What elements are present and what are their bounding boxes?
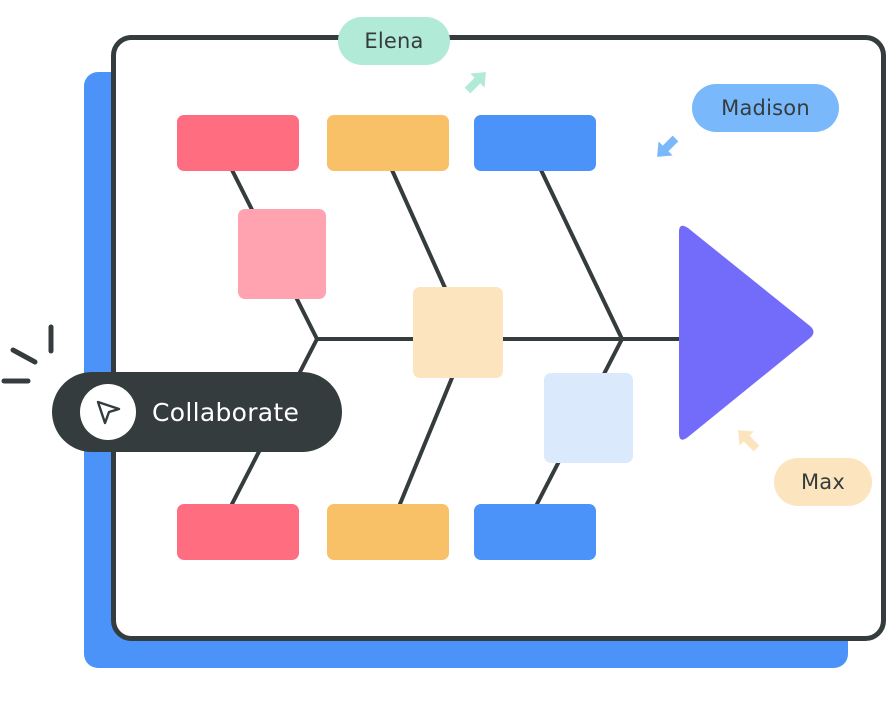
cause-box-top-2[interactable] [327, 115, 449, 171]
cause-box-bottom-3[interactable] [474, 504, 596, 560]
elena-cursor-arrow-icon [464, 72, 486, 94]
collaborator-name: Max [800, 470, 845, 494]
madison-cursor-arrow-icon [657, 135, 679, 157]
sub-cause-pink[interactable] [238, 209, 326, 299]
max-cursor-arrow-icon [738, 430, 760, 452]
fish-head-triangle[interactable] [679, 225, 814, 440]
collaborate-label: Collaborate [152, 397, 300, 427]
bone-top-right [539, 168, 624, 341]
cause-box-bottom-1[interactable] [177, 504, 299, 560]
collaborator-name: Elena [364, 29, 424, 53]
collaborator-name: Madison [721, 96, 810, 120]
attention-spark-icon [1, 324, 54, 384]
collaborator-tag-max: Max [774, 458, 872, 506]
collaborator-tag-madison: Madison [692, 84, 839, 132]
cause-box-top-3[interactable] [474, 115, 596, 171]
sub-cause-light-blue[interactable] [544, 373, 633, 463]
collaborator-tag-elena: Elena [338, 17, 450, 65]
sub-cause-cream[interactable] [413, 287, 503, 378]
cause-box-bottom-2[interactable] [327, 504, 449, 560]
collaborate-button[interactable]: Collaborate [52, 372, 342, 452]
cursor-pointer-icon [80, 384, 136, 440]
cause-box-top-1[interactable] [177, 115, 299, 171]
